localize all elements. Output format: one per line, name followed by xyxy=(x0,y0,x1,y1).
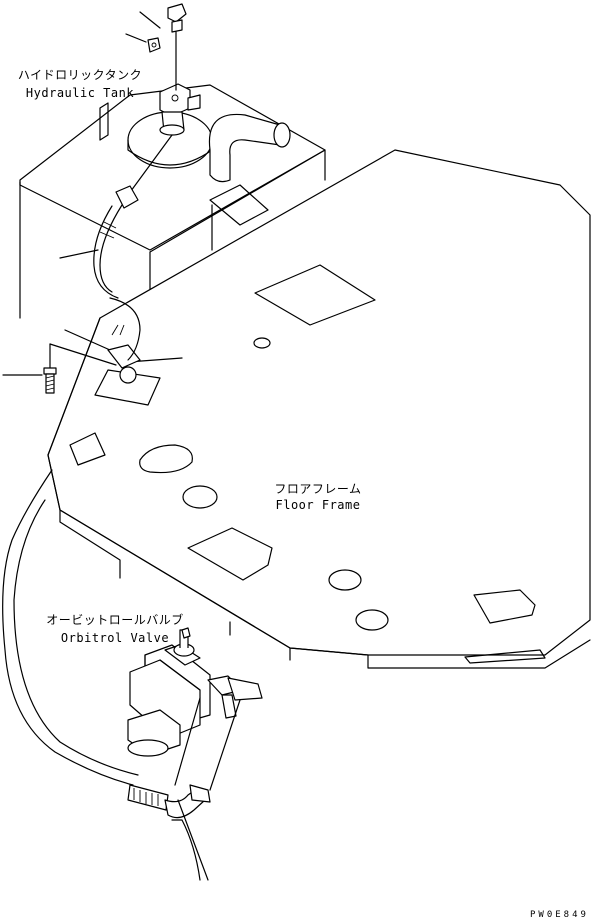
hose-clamp xyxy=(2,324,183,394)
floor-frame xyxy=(47,149,591,669)
drawing-code: PW0E849 xyxy=(530,910,589,920)
top-fittings xyxy=(125,3,187,91)
hydraulic-tank xyxy=(19,83,380,319)
orbitrol-valve-label-jp: オービットロールバルブ xyxy=(46,613,184,627)
suction-hose xyxy=(59,134,173,299)
lower-fittings xyxy=(127,784,211,881)
return-hose xyxy=(2,297,141,786)
orbitrol-valve xyxy=(127,627,263,791)
floor-frame-label-en: Floor Frame xyxy=(275,498,361,512)
hydraulic-tank-label-jp: ハイドロリックタンク xyxy=(17,68,143,82)
floor-frame-label-jp: フロアフレーム xyxy=(274,482,362,496)
hydraulic-tank-label-en: Hydraulic Tank xyxy=(25,86,135,100)
orbitrol-valve-label-en: Orbitrol Valve xyxy=(60,631,170,645)
